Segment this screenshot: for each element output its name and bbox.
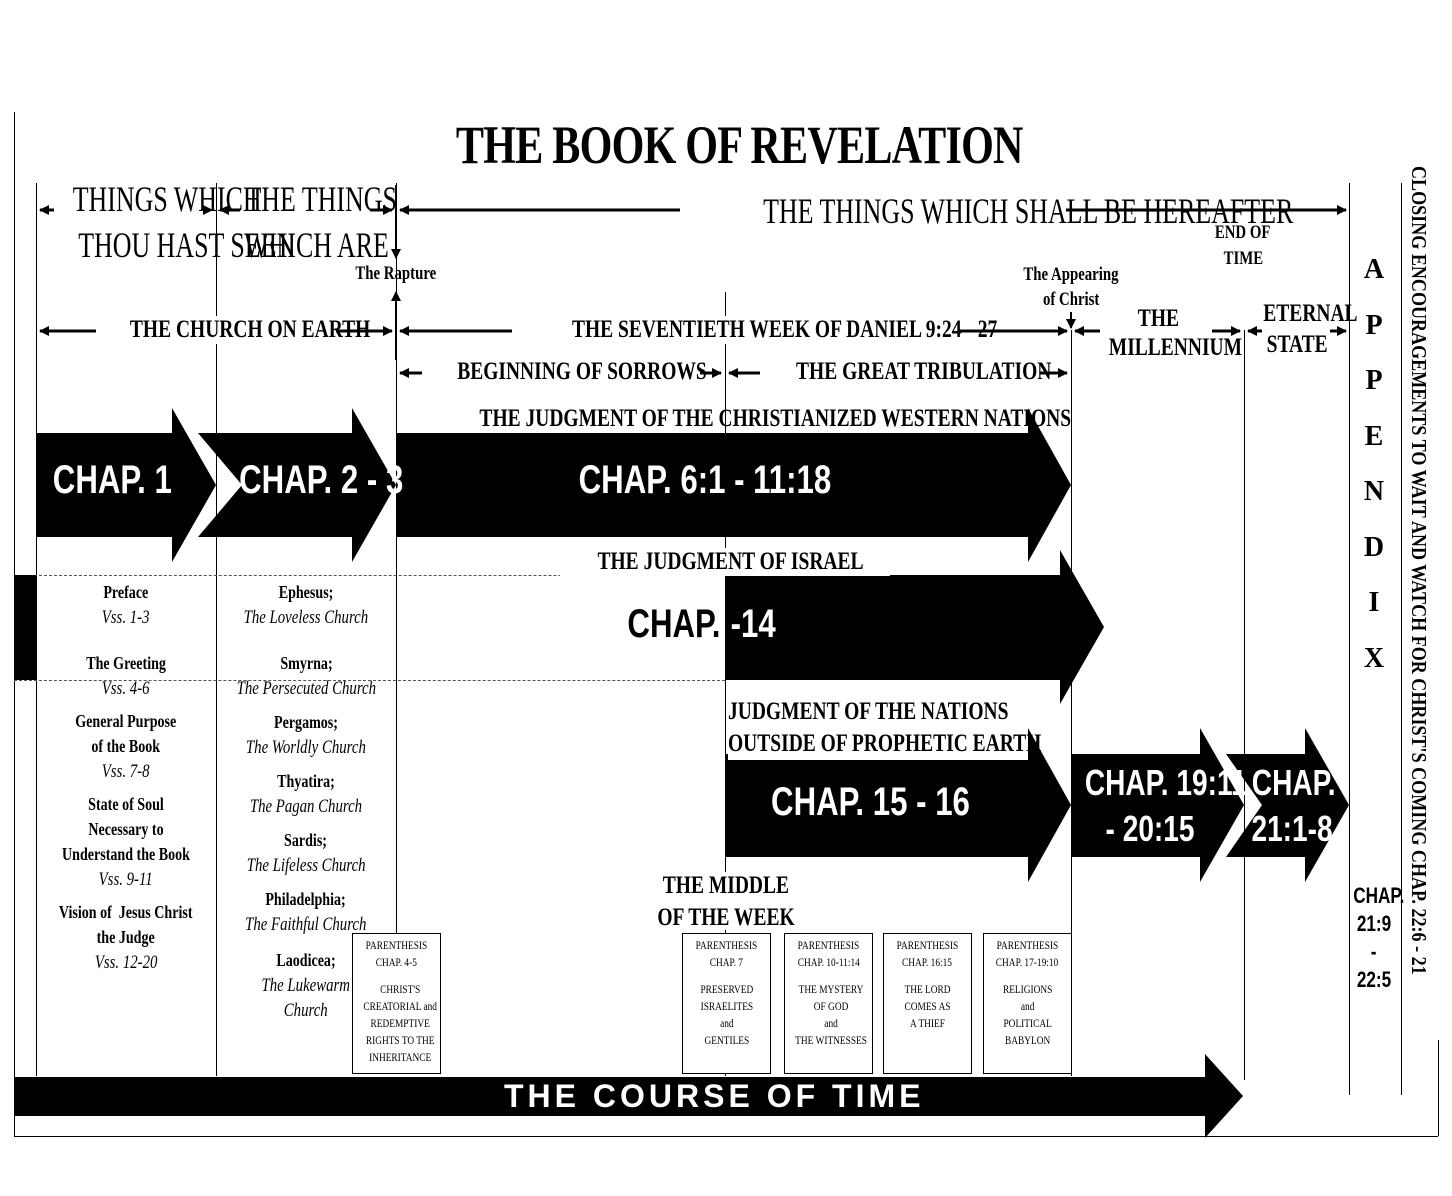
frame-bottom-line	[14, 1136, 1438, 1137]
divider-appendix	[1349, 183, 1350, 1095]
rapture-label: The Rapture	[355, 263, 437, 284]
divider-chap1	[36, 183, 37, 1076]
appearing-label: The Appearing of Christ	[1023, 264, 1119, 310]
beginning-of-sorrows-label: BEGINNING OF SORROWS	[457, 358, 707, 385]
course-of-time-label: THE COURSE OF TIME	[504, 1078, 925, 1114]
page-title: THE BOOK OF REVELATION	[455, 115, 1024, 175]
divider-appearing	[1071, 330, 1072, 1076]
frame-right-line	[1438, 1040, 1439, 1136]
parenthesis-box: PARENTHESIS CHAP. 17-19:10 RELIGIONS and…	[983, 933, 1072, 1074]
churches-list: Ephesus; The Loveless Church Smyrna; The…	[216, 580, 396, 937]
list-item: The Greeting Vss. 4-6	[86, 653, 166, 699]
chap21-arrow	[1226, 728, 1349, 882]
divider-chap2	[216, 183, 217, 1076]
chap21-9-label: CHAP. 21:9 - 22:5	[1353, 883, 1405, 992]
divider-closing	[1401, 183, 1402, 1095]
millennium-label: THE MILLENNIUM	[1108, 305, 1243, 361]
eternal-state-label: ETERNAL STATE	[1263, 300, 1358, 358]
chap12-label-part1: CHAP. 12-	[627, 602, 775, 646]
appendix-label: A P P E N D I X	[1363, 254, 1385, 674]
divider-end-of-time	[1244, 330, 1245, 1080]
header-hereafter: THE THINGS WHICH SHALL BE HEREAFTER	[660, 188, 1293, 234]
header-things-are: THE THINGS WHICH ARE	[244, 179, 397, 265]
list-item: State of Soul Necessary to Understand th…	[62, 794, 190, 890]
chap15-16-arrow	[725, 728, 1071, 882]
parenthesis-box: PARENTHESIS CHAP. 16:15 THE LORD COMES A…	[883, 933, 972, 1074]
list-item: Philadelphia; The Faithful Church	[245, 889, 367, 935]
list-item: Pergamos; The Worldly Church	[246, 712, 366, 758]
list-item: Ephesus; The Loveless Church	[243, 582, 369, 628]
great-tribulation-label: THE GREAT TRIBULATION	[796, 358, 1052, 385]
chap2-3-arrow	[198, 408, 396, 562]
middle-of-week-label: THE MIDDLE OF THE WEEK	[657, 872, 795, 931]
list-item: Sardis; The Lifeless Church	[246, 830, 366, 876]
list-item: Smyrna; The Persecuted Church	[236, 653, 376, 699]
closing-encouragements-label: CLOSING ENCOURAGEMENTS TO WAIT AND WATCH…	[1407, 166, 1431, 975]
judgment-western-label: THE JUDGMENT OF THE CHRISTIANIZED WESTER…	[479, 405, 1072, 432]
church-on-earth-label: THE CHURCH ON EARTH	[129, 316, 371, 343]
chap21-label: CHAP. 21:1-8	[1251, 762, 1336, 849]
chap1-arrow	[36, 408, 216, 562]
chap15-16-label: CHAP. 15 - 16	[770, 780, 970, 824]
chapter1-list: Preface Vss. 1-3 The Greeting Vss. 4-6 G…	[40, 580, 212, 975]
parenthesis-box: PARENTHESIS CHAP. 10-11:14 THE MYSTERY O…	[784, 933, 873, 1074]
list-item: Vision of Jesus Christ the Judge Vss. 12…	[59, 902, 193, 973]
chap1-label: CHAP. 1	[52, 458, 172, 502]
chap19-arrow	[1071, 728, 1244, 882]
left-black-bar	[14, 575, 36, 680]
parenthesis-box: PARENTHESIS CHAP. 7 PRESERVED ISRAELITES…	[682, 933, 771, 1074]
course-of-time-arrow	[14, 1054, 1243, 1138]
chap6-11-arrow	[396, 408, 1071, 562]
list-item: Thyatira; The Pagan Church	[249, 771, 363, 817]
end-of-time-label: END OF TIME	[1215, 222, 1271, 269]
parenthesis-box: PARENTHESIS CHAP. 4-5 CHRIST'S CREATORIA…	[352, 933, 441, 1074]
list-item: General Purpose of the Book Vss. 7-8	[75, 711, 177, 782]
chap12-label-part2: -14	[722, 602, 776, 646]
chap12-14-arrow	[725, 550, 1104, 704]
judgment-israel-label: THE JUDGMENT OF ISRAEL	[597, 548, 864, 575]
seventieth-week-label: THE SEVENTIETH WEEK OF DANIEL 9:24 - 27	[571, 316, 998, 343]
chap6-11-label: CHAP. 6:1 - 11:18	[578, 458, 832, 502]
chap19-label: CHAP. 19:11 - 20:15	[1084, 762, 1247, 849]
divider-rapture	[396, 183, 397, 933]
judgment-nations-label: JUDGMENT OF THE NATIONS OUTSIDE OF PROPH…	[728, 696, 1041, 760]
dashed-line-bottom	[14, 680, 725, 681]
chap2-3-label: CHAP. 2 - 3	[239, 458, 404, 502]
list-item: Laodicea; The Lukewarm Church	[261, 950, 351, 1021]
list-item: Preface Vss. 1-3	[102, 582, 150, 628]
dashed-line-top	[14, 575, 1071, 576]
